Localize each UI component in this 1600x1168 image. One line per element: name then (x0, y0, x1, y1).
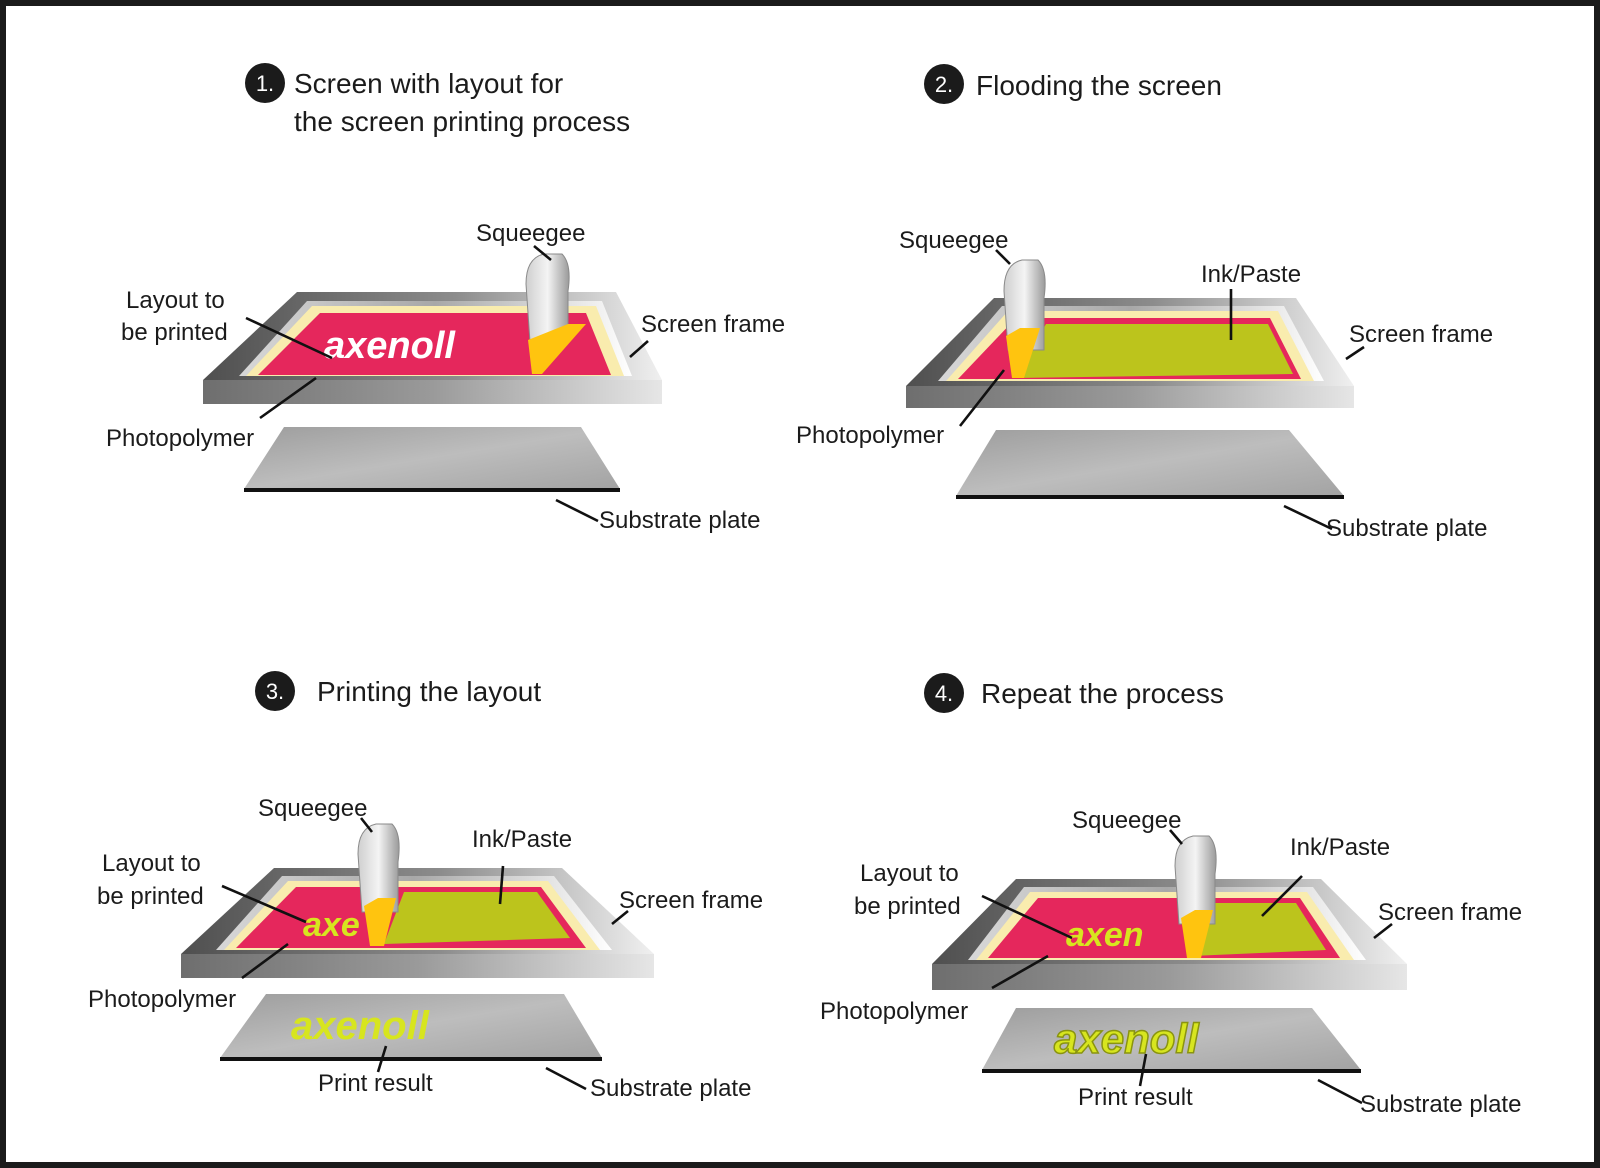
squeegee (525, 253, 586, 374)
squeegee-blade (364, 898, 396, 946)
panel-2: 2. Flooding the screen Squeegee Ink/Past… (796, 64, 1493, 542)
label-layout-line-2: be printed (854, 893, 961, 920)
panel-1-title-line-2: the screen printing process (294, 106, 630, 137)
substrate-plate (220, 994, 602, 1058)
label-substrate: Substrate plate (590, 1075, 751, 1102)
layout-logo-partial: axe (303, 906, 360, 944)
step-badge-4 (924, 673, 964, 713)
label-photopolymer: Photopolymer (88, 986, 236, 1013)
leader-squeegee (995, 249, 1011, 265)
layout-logo: axenoll (324, 325, 456, 367)
substrate-plate (244, 427, 620, 489)
label-layout-line-1: Layout to (860, 860, 959, 887)
step-number-3: 3. (266, 679, 284, 704)
leader-photopolymer (259, 376, 317, 420)
print-result-logo: axenoll (291, 1004, 430, 1048)
squeegee (357, 823, 400, 946)
leader-screen-frame (1345, 345, 1365, 361)
label-screen-frame: Screen frame (1349, 321, 1493, 348)
ink-paste (1192, 903, 1326, 956)
label-squeegee: Squeegee (476, 220, 585, 247)
leader-layout (221, 884, 307, 924)
label-substrate: Substrate plate (599, 507, 760, 534)
squeegee (1003, 259, 1046, 378)
panel-4: 4. Repeat the process axen axenoll Squee… (820, 673, 1522, 1118)
label-ink: Ink/Paste (472, 826, 572, 853)
panel-3: 3. Printing the layout axe axenoll Squee… (88, 671, 763, 1102)
step-number-4: 4. (935, 681, 953, 706)
leader-squeegee (1169, 829, 1183, 845)
leader-photopolymer (991, 954, 1049, 990)
panel-1: 1. Screen with layout for the screen pri… (106, 63, 785, 534)
layout-logo-partial: axen (1066, 916, 1144, 954)
step-badge-1 (245, 63, 285, 103)
label-screen-frame: Screen frame (641, 311, 785, 338)
squeegee-blade (528, 324, 586, 374)
ink-paste (1016, 324, 1293, 378)
leader-squeegee (533, 244, 552, 262)
leader-ink (1261, 875, 1303, 917)
leader-layout (245, 316, 333, 360)
squeegee-blade (1181, 910, 1213, 958)
step-number-2: 2. (935, 72, 953, 97)
leader-substrate (555, 498, 599, 523)
label-photopolymer: Photopolymer (796, 422, 944, 449)
squeegee-blade (1006, 328, 1040, 378)
label-layout-line-2: be printed (121, 319, 228, 346)
label-layout-line-1: Layout to (102, 850, 201, 877)
label-layout-line-1: Layout to (126, 287, 225, 314)
panel-2-title: Flooding the screen (976, 70, 1222, 101)
step-number-1: 1. (256, 71, 274, 96)
leader-layout (981, 894, 1073, 940)
label-ink: Ink/Paste (1290, 834, 1390, 861)
label-squeegee: Squeegee (258, 795, 367, 822)
substrate-plate (956, 430, 1344, 496)
leader-squeegee (359, 817, 374, 833)
label-ink: Ink/Paste (1201, 261, 1301, 288)
leader-print-result (376, 1045, 388, 1073)
label-substrate: Substrate plate (1360, 1091, 1521, 1118)
print-result-logo: axenoll (1054, 1015, 1200, 1062)
leader-substrate (1283, 504, 1333, 531)
label-squeegee: Squeegee (1072, 807, 1181, 834)
screen-printing-diagram: 1. Screen with layout for the screen pri… (88, 63, 1522, 1118)
label-substrate: Substrate plate (1326, 515, 1487, 542)
squeegee (1174, 835, 1217, 958)
label-screen-frame: Screen frame (1378, 899, 1522, 926)
substrate-plate (982, 1008, 1361, 1070)
leader-substrate (545, 1066, 587, 1091)
panel-3-title: Printing the layout (317, 676, 541, 707)
panel-1-title-line-1: Screen with layout for (294, 68, 563, 99)
label-squeegee: Squeegee (899, 227, 1008, 254)
panel-4-title: Repeat the process (981, 678, 1224, 709)
leader-screen-frame (1373, 922, 1393, 940)
label-layout-line-2: be printed (97, 883, 204, 910)
label-print-result: Print result (318, 1070, 433, 1097)
leader-photopolymer (241, 942, 289, 980)
label-photopolymer: Photopolymer (106, 425, 254, 452)
label-print-result: Print result (1078, 1084, 1193, 1111)
photopolymer (258, 313, 611, 375)
label-photopolymer: Photopolymer (820, 998, 968, 1025)
leader-photopolymer (958, 369, 1006, 427)
leader-screen-frame (611, 909, 629, 926)
leader-screen-frame (629, 340, 649, 358)
leader-ink (498, 865, 505, 905)
step-badge-3 (255, 671, 295, 711)
label-screen-frame: Screen frame (619, 887, 763, 914)
leader-substrate (1317, 1078, 1363, 1105)
step-badge-2 (924, 64, 964, 104)
leader-print-result (1138, 1053, 1148, 1087)
ink-paste (384, 892, 570, 944)
